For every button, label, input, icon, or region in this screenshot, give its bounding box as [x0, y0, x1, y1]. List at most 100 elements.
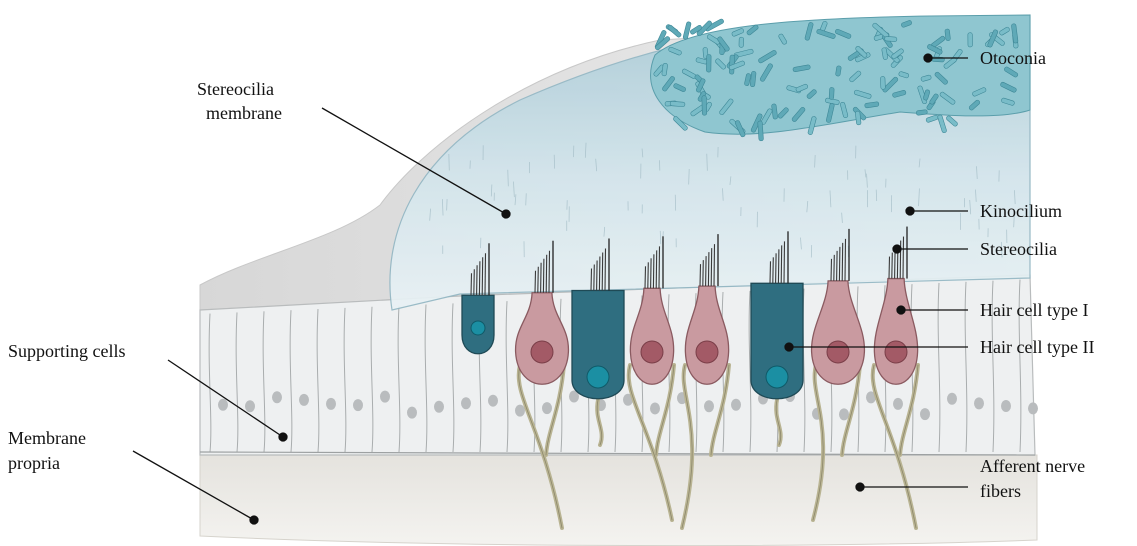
stereocilium [474, 269, 475, 295]
supporting-cell-nucleus [839, 408, 849, 420]
stereocilium [471, 273, 472, 295]
label-hair-cell-type-2: Hair cell type II [980, 336, 1094, 358]
supporting-cell-nucleus [974, 397, 984, 409]
stereocilium [839, 247, 840, 281]
supporting-cell-nucleus [353, 399, 363, 411]
hair-cell-nucleus [587, 366, 609, 388]
label-kinocilium: Kinocilium [980, 200, 1062, 222]
label-otoconia: Otoconia [980, 47, 1046, 69]
hair-cell-nucleus [471, 321, 485, 335]
supporting-cell-nucleus [947, 393, 957, 405]
stereocilium [903, 237, 904, 279]
hair-cell-nucleus [885, 341, 907, 363]
leader-dot-hair-cell-type-2 [785, 343, 793, 351]
stereocilium [546, 255, 547, 293]
otoconium [739, 37, 744, 47]
stereocilium [837, 251, 838, 281]
fibril [689, 169, 690, 184]
stereocilium [482, 257, 483, 295]
leader-dot-kinocilium [906, 207, 914, 215]
stereocilium [892, 253, 893, 279]
stereocilium [541, 263, 542, 293]
stereocilium [597, 260, 598, 290]
supporting-cell-nucleus [893, 398, 903, 410]
label-afferent-nerve-fibers-line2: fibers [980, 480, 1021, 502]
supporting-cell-nucleus [245, 400, 255, 412]
supporting-cell-nucleus [650, 402, 660, 414]
stereocilium [834, 255, 835, 281]
fibril [815, 155, 816, 168]
leader-dot-hair-cell-type-1 [897, 306, 905, 314]
leader-dot-membrane-propria [250, 516, 258, 524]
supporting-cell-nucleus [272, 391, 282, 403]
hair-cell-nucleus [696, 341, 718, 363]
stereocilium [653, 254, 654, 288]
supporting-cell-nucleus [920, 408, 930, 420]
stereocilium [656, 250, 657, 288]
stereocilium [781, 245, 782, 283]
stereocilium [889, 257, 890, 279]
stereocilium [543, 259, 544, 293]
label-afferent-nerve-fibers-line1: Afferent nerve [980, 455, 1085, 477]
stereocilium [714, 244, 715, 286]
leader-dot-stereocilia-membrane [502, 210, 510, 218]
stereocilium [591, 268, 592, 290]
stereocilium [776, 253, 777, 283]
leader-dot-otoconia [924, 54, 932, 62]
stereocilium [706, 256, 707, 286]
stereocilium [535, 271, 536, 293]
otoconium [880, 76, 885, 89]
otoconium [702, 96, 707, 116]
label-supporting-cells: Supporting cells [8, 340, 126, 362]
supporting-cell-nucleus [380, 391, 390, 403]
otoconium [667, 24, 682, 38]
fibril [508, 170, 509, 187]
supporting-cell-nucleus [434, 401, 444, 413]
stereocilium [479, 261, 480, 295]
otoconium [706, 54, 711, 72]
stereocilium [485, 253, 486, 295]
stereocilium [477, 265, 478, 295]
supporting-cell-nucleus [218, 399, 228, 411]
stereocilium [700, 264, 701, 286]
stereocilium [648, 262, 649, 288]
leader-dot-afferent-nerve-fibers [856, 483, 864, 491]
leader-dot-supporting-cells [279, 433, 287, 441]
label-stereocilia: Stereocilia [980, 238, 1057, 260]
stereocilium [842, 243, 843, 281]
supporting-cell-nucleus [1028, 402, 1038, 414]
stereocilium [831, 259, 832, 281]
otoconium [829, 87, 834, 99]
stereocilium [594, 264, 595, 290]
supporting-cell-nucleus [704, 400, 714, 412]
leader-dot-stereocilia [893, 245, 901, 253]
stereocilium [770, 261, 771, 283]
hair-cell-nucleus [531, 341, 553, 363]
stereocilium [651, 258, 652, 288]
supporting-cell-nucleus [542, 402, 552, 414]
label-hair-cell-type-1: Hair cell type I [980, 299, 1088, 321]
stereocilium [605, 248, 606, 290]
hair-cell-nucleus [827, 341, 849, 363]
otoconium [758, 121, 764, 141]
supporting-cell-nucleus [299, 394, 309, 406]
fibril [491, 185, 492, 197]
supporting-cell-nucleus [488, 395, 498, 407]
stereocilium [659, 246, 660, 288]
otoconium [683, 21, 692, 39]
stereocilium [549, 251, 550, 293]
label-stereocilia-membrane-line2: membrane [206, 102, 282, 124]
stereocilium [778, 249, 779, 283]
stereocilium [599, 256, 600, 290]
stereocilium [602, 252, 603, 290]
stereocilium [711, 248, 712, 286]
stereocilium [645, 266, 646, 288]
stereocilium [784, 241, 785, 283]
supporting-cell-nucleus [515, 405, 525, 417]
otoconium [968, 33, 973, 47]
supporting-cell-nucleus [731, 399, 741, 411]
stereocilium [703, 260, 704, 286]
label-membrane-propria-line2: propria [8, 452, 60, 474]
stereocilium [538, 267, 539, 293]
